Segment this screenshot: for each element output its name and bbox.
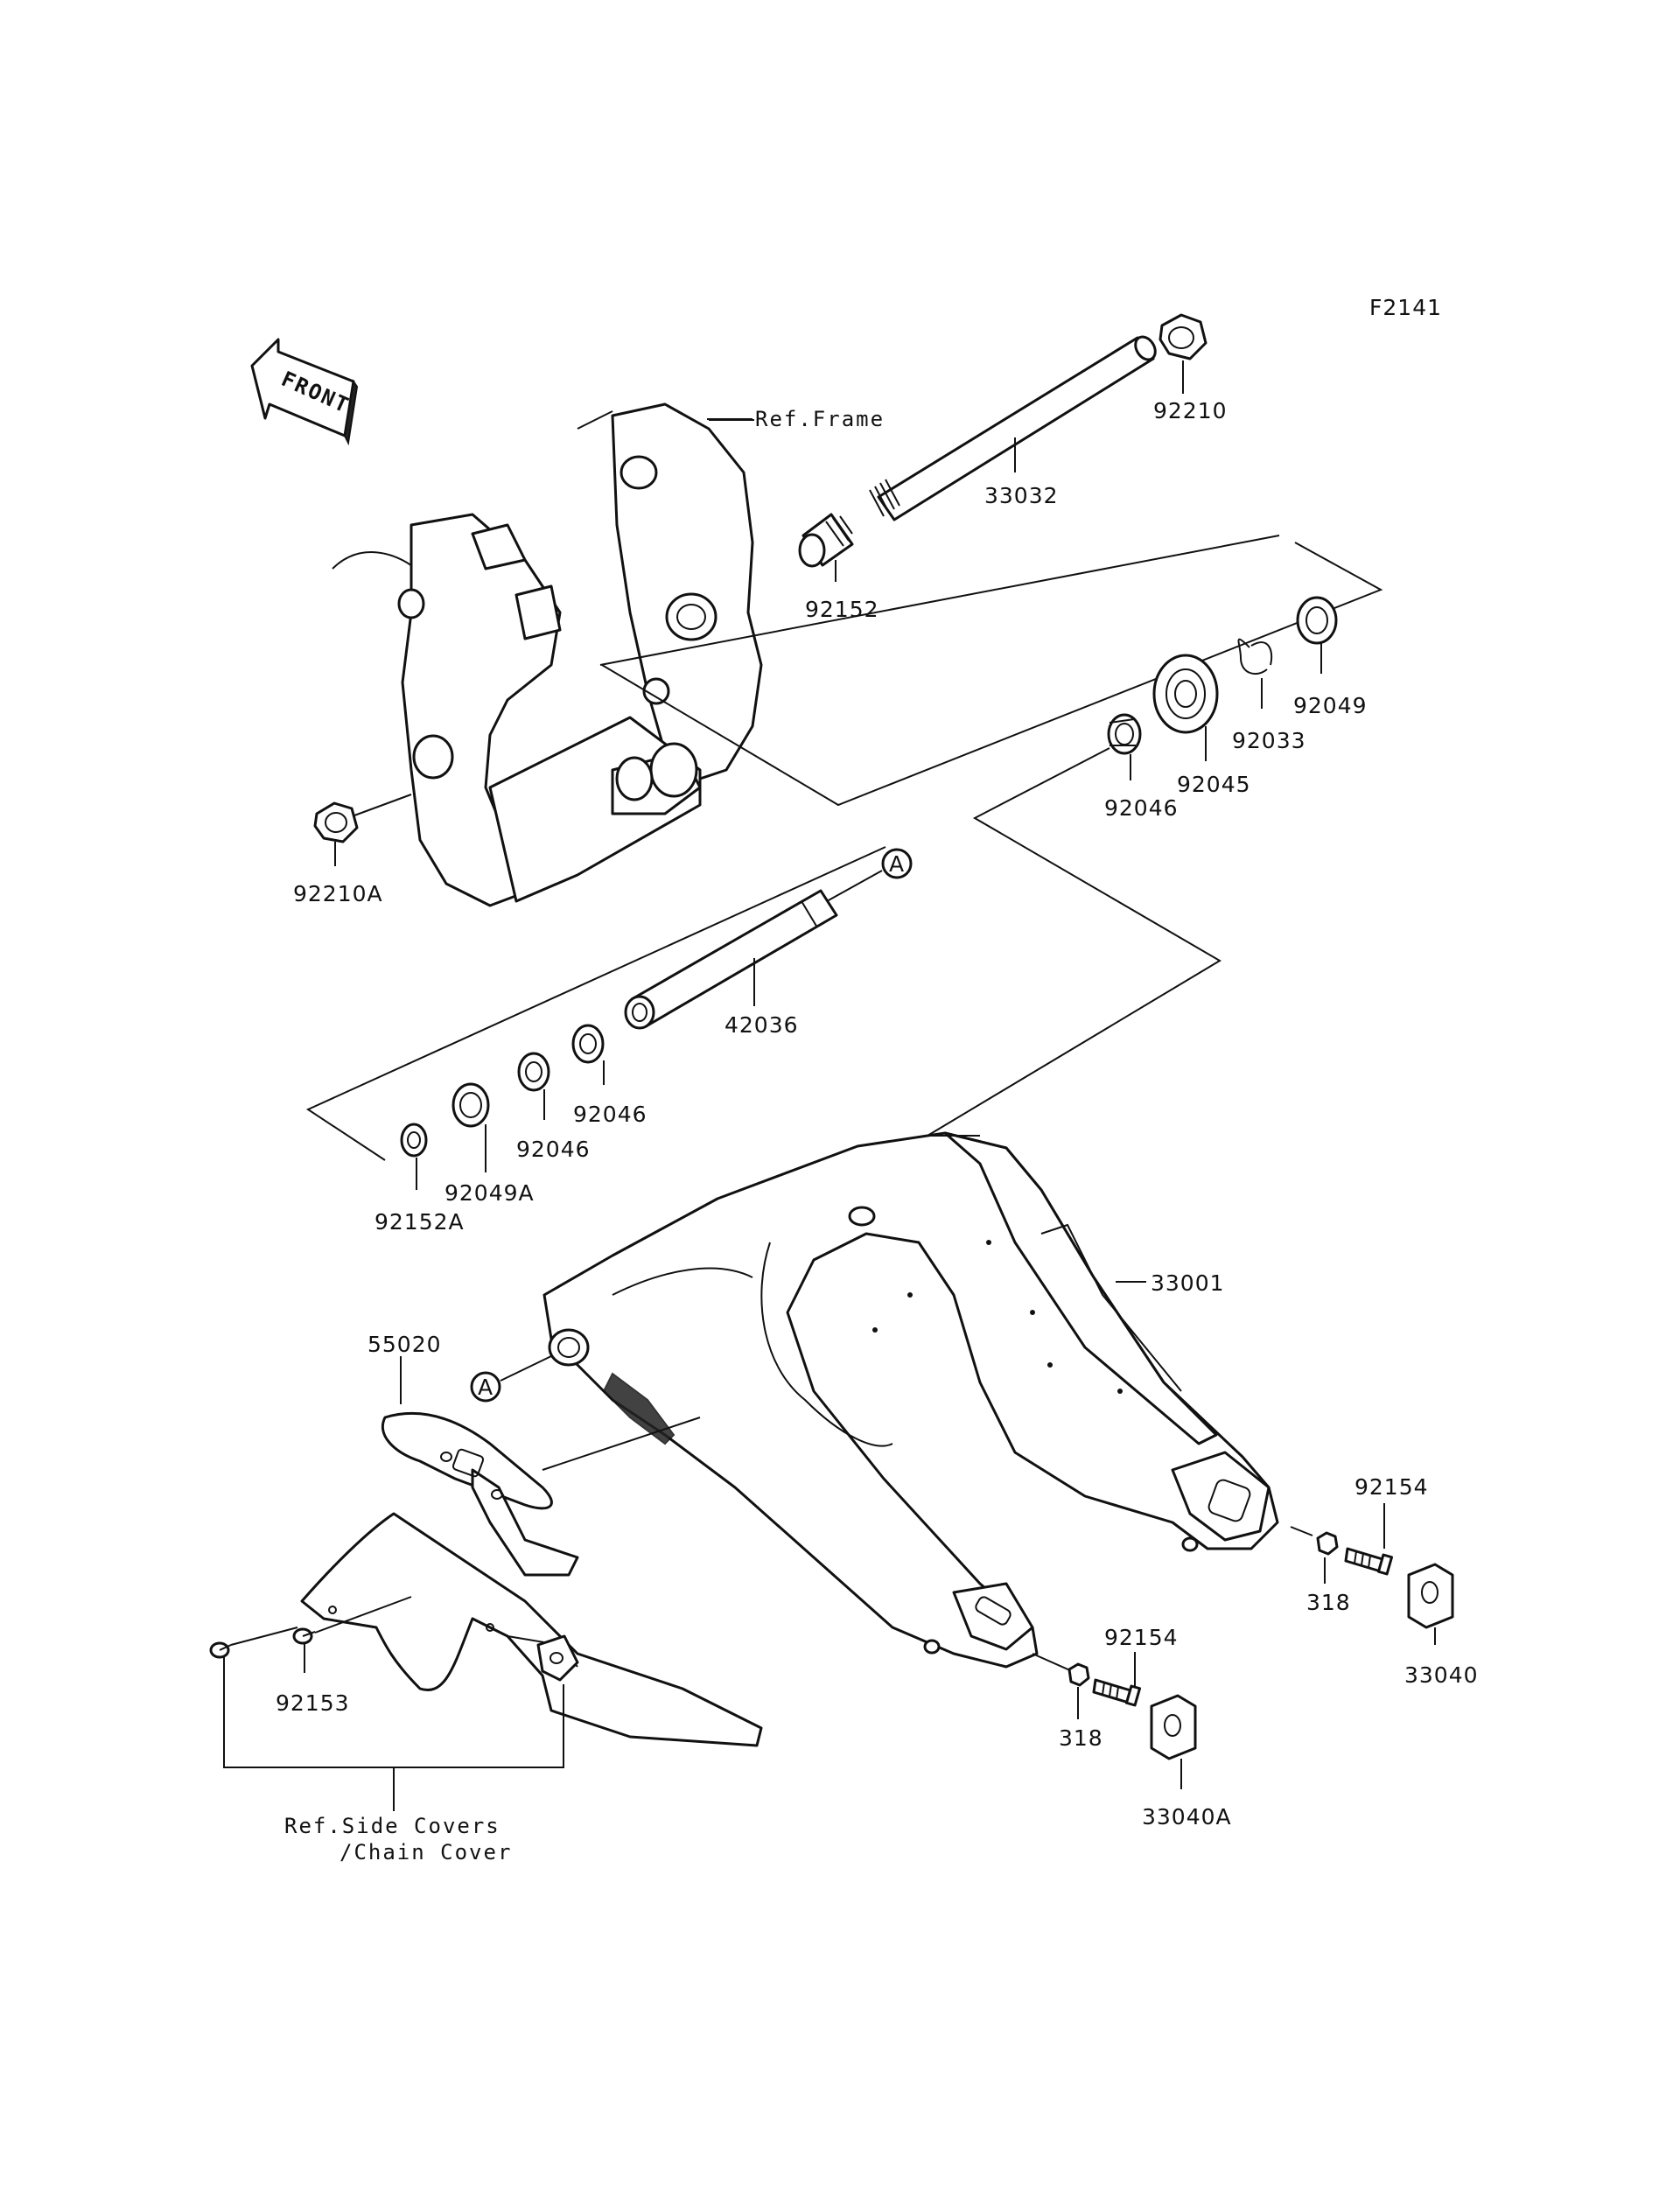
collar-92152A (400, 1123, 428, 1158)
nut-92210A (313, 801, 359, 843)
marker-a-lower-text: A (478, 1375, 494, 1400)
needle-bearing-92046-upper (1107, 713, 1142, 755)
adjuster-block-33040 (1407, 1563, 1454, 1629)
part-label-92153: 92153 (276, 1690, 350, 1716)
part-label-92154-right: 92154 (1354, 1474, 1429, 1500)
part-label-92049: 92049 (1293, 693, 1368, 718)
part-label-318-lower: 318 (1059, 1725, 1103, 1751)
ref-frame-label: Ref.Frame (755, 407, 885, 431)
swingarm-33001 (542, 1131, 1279, 1669)
part-label-33001: 33001 (1151, 1270, 1225, 1296)
part-label-318-right: 318 (1306, 1590, 1351, 1615)
bearing-92045 (1152, 654, 1219, 734)
adjuster-block-33040A (1150, 1694, 1197, 1760)
ref-side-covers-line2: /Chain Cover (340, 1840, 512, 1865)
nut-318-lower (1068, 1662, 1090, 1687)
part-label-92046-b: 92046 (573, 1102, 648, 1127)
marker-a-upper: A (881, 848, 913, 879)
part-label-33040A: 33040A (1142, 1804, 1232, 1830)
lower-box-outline (927, 747, 1222, 1137)
part-label-92033: 92033 (1232, 728, 1306, 753)
nut-92210 (1158, 313, 1208, 360)
part-label-92210A: 92210A (293, 881, 383, 906)
upper-box-outline (601, 542, 1383, 807)
part-label-55020: 55020 (368, 1332, 442, 1357)
frame-illustration (332, 402, 763, 907)
front-arrow-icon: FRONT (250, 338, 359, 446)
bolt-92154-lower (1092, 1678, 1142, 1707)
part-label-92049A: 92049A (444, 1180, 535, 1206)
chain-cover-illustration (300, 1512, 763, 1747)
nut-318-right (1316, 1531, 1339, 1556)
middle-box-outline (305, 846, 886, 1161)
bolt-92153 (292, 1627, 316, 1645)
chain-guard-guide-line (542, 1417, 701, 1471)
part-label-33040: 33040 (1404, 1662, 1479, 1688)
upper-box-top-edge (599, 535, 1280, 666)
bolt-ref-side-cover (209, 1641, 232, 1659)
collar-92152 (798, 513, 854, 568)
figure-code: F2141 (1369, 295, 1442, 320)
ref-side-covers-line1: Ref.Side Covers (284, 1814, 500, 1838)
marker-a-lower: A (470, 1371, 501, 1403)
part-label-92152: 92152 (805, 597, 879, 622)
part-label-92046-c: 92046 (516, 1137, 591, 1162)
pivot-shaft-33032 (869, 335, 1157, 521)
part-label-42036: 42036 (724, 1012, 799, 1038)
bolt-92154-right (1344, 1547, 1394, 1576)
part-label-92210: 92210 (1153, 398, 1228, 423)
part-label-33032: 33032 (984, 483, 1059, 508)
sleeve-42036 (624, 889, 838, 1030)
part-label-92046-a: 92046 (1104, 795, 1179, 821)
needle-bearing-92046-lower-left (517, 1052, 550, 1092)
seal-92049A (452, 1082, 490, 1128)
chain-guard-55020 (381, 1411, 579, 1577)
seal-92049 (1296, 596, 1338, 645)
circlip-92033 (1237, 638, 1273, 675)
marker-a-upper-text: A (889, 851, 905, 877)
part-label-92152A: 92152A (374, 1209, 465, 1235)
part-label-92045: 92045 (1177, 772, 1251, 797)
part-label-92154-lower: 92154 (1104, 1625, 1179, 1650)
needle-bearing-92046-lower-right (571, 1024, 605, 1064)
